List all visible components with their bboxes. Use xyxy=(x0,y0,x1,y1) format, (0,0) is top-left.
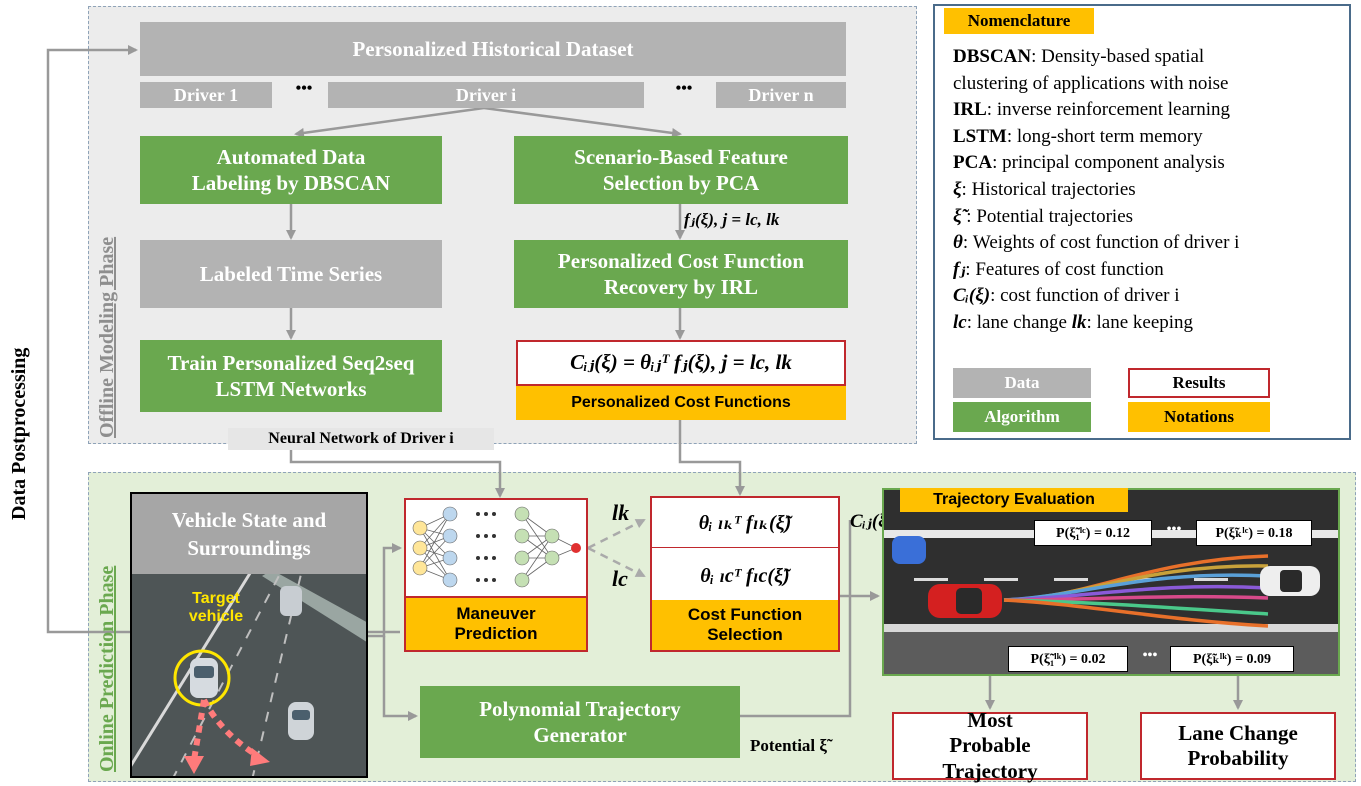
cost-function-formula-box: Cᵢⱼ(ξ) = θᵢⱼᵀ fⱼ(ξ), j = lc, lk xyxy=(516,340,846,386)
nom-item: DBSCAN: Density-based spatial xyxy=(953,46,1205,67)
legend-results: Results xyxy=(1128,368,1270,398)
vehicle-state-image xyxy=(130,492,368,778)
driver-i-box: Driver i xyxy=(328,82,644,108)
data-postprocessing-label: Data Postprocessing xyxy=(8,347,30,520)
online-phase-label: Online Prediction Phase xyxy=(96,565,118,772)
labeled-time-series-box: Labeled Time Series xyxy=(140,240,442,308)
lk-label: lk xyxy=(612,500,630,525)
dots-top: ••• xyxy=(1166,522,1182,537)
irl-recovery-box: Personalized Cost Function Recovery by I… xyxy=(514,240,848,308)
cost-lc-formula: θᵢ ₗcᵀ fₗc(ξ̃) xyxy=(700,564,790,587)
legend-algorithm: Algorithm xyxy=(953,402,1091,432)
prob-lc-k: P(ξ̃ₖˡᶜ) = 0.18 xyxy=(1196,520,1312,546)
nom-item: fⱼ: Features of cost function xyxy=(953,258,1164,280)
driver-1-box: Driver 1 xyxy=(140,82,272,108)
neural-network-label: Neural Network of Driver i xyxy=(228,428,494,450)
nom-item: lc: lane change lk: lane keeping xyxy=(953,311,1194,333)
prob-lk-1: P(ξ̃₁ˡᵏ) = 0.02 xyxy=(1008,646,1128,672)
lane-change-probability-box: Lane Change Probability xyxy=(1140,712,1336,780)
legend-data: Data xyxy=(953,368,1091,398)
target-vehicle-label: Target vehicle xyxy=(188,590,244,626)
prob-lc-1: P(ξ̃₁ˡᶜ) = 0.12 xyxy=(1034,520,1152,546)
nom-item: LSTM: long-short term memory xyxy=(953,125,1203,147)
features-label: fⱼ(ξ), j = lc, lk xyxy=(684,210,780,229)
vehicle-state-title: Vehicle State and Surroundings xyxy=(132,494,366,574)
cost-lk-formula: θᵢ ₗₖᵀ fₗₖ(ξ̃) xyxy=(652,498,838,548)
lc-label: lc xyxy=(612,566,628,591)
prob-lk-k: P(ξ̃ₖˡᵏ) = 0.09 xyxy=(1170,646,1294,672)
historical-dataset-box: Personalized Historical Dataset xyxy=(140,22,846,76)
most-probable-trajectory-box: Most Probable Trajectory xyxy=(892,708,1088,783)
nom-item: ξ̃ : Potential trajectories xyxy=(953,205,1134,227)
offline-phase-label: Offline Modeling Phase xyxy=(96,236,118,438)
trajectory-eval-image xyxy=(882,488,1340,676)
polynomial-generator-box: Polynomial Trajectory Generator xyxy=(420,686,740,758)
dots-bottom: ••• xyxy=(1142,648,1158,663)
nom-item: PCA: principal component analysis xyxy=(953,152,1225,174)
nom-item: ξ: Historical trajectories xyxy=(953,178,1136,200)
nom-item: clustering of applications with noise xyxy=(953,72,1229,94)
nomenclature-list: DBSCAN: Density-based spatial clustering… xyxy=(953,44,1239,337)
neural-network-icon xyxy=(412,506,581,588)
pca-feature-box: Scenario-Based Feature Selection by PCA xyxy=(514,136,848,204)
maneuver-network-box xyxy=(404,498,588,598)
legend-notations: Notations xyxy=(1128,402,1270,432)
nomenclature-panel xyxy=(933,4,1351,440)
nom-item: IRL: inverse reinforcement learning xyxy=(953,99,1230,121)
ellipsis-left: ••• xyxy=(295,80,313,97)
potential-label: Potential ξ̃ xyxy=(750,736,827,755)
nom-item: Cᵢ(ξ): cost function of driver i xyxy=(953,285,1180,307)
cost-selection-label: Cost Function Selection xyxy=(652,600,838,650)
trajectory-eval-title: Trajectory Evaluation xyxy=(900,488,1128,512)
nom-item: θ: Weights of cost function of driver i xyxy=(953,232,1240,254)
personalized-cost-functions-label: Personalized Cost Functions xyxy=(516,386,846,420)
dbscan-labeling-box: Automated Data Labeling by DBSCAN xyxy=(140,136,442,204)
maneuver-prediction-label: Maneuver Prediction xyxy=(404,598,588,652)
nomenclature-title: Nomenclature xyxy=(944,8,1094,34)
lstm-training-box: Train Personalized Seq2seq LSTM Networks xyxy=(140,340,442,412)
driver-n-box: Driver n xyxy=(716,82,846,108)
ellipsis-right: ••• xyxy=(675,80,693,97)
